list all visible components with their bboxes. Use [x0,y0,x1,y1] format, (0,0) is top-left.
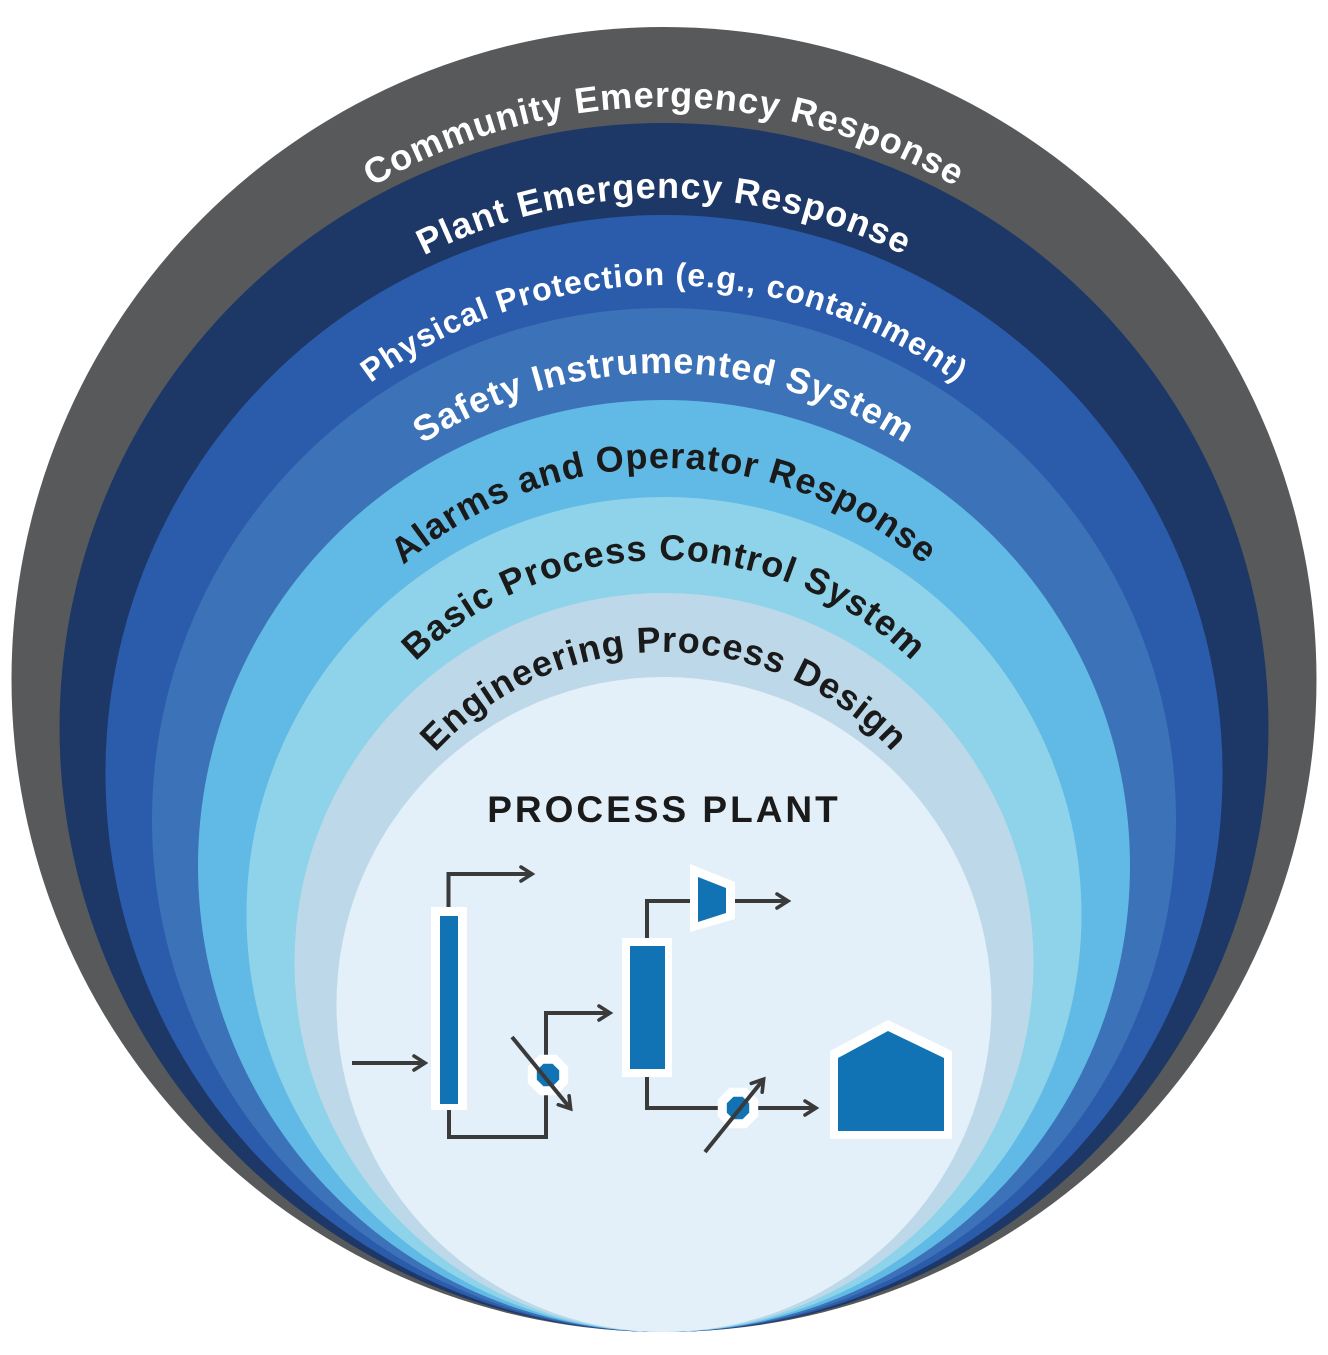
core-title: PROCESS PLANT [487,789,841,830]
control-valve-icon [527,1054,569,1096]
distillation-column-icon [630,946,665,1069]
valve-actuator-arrow [703,1076,766,1154]
core-title-text: PROCESS PLANT [487,789,841,830]
valve-actuator-arrow [510,1035,573,1112]
distillation-column-icon [440,916,458,1104]
process-flow-illustration [352,864,952,1154]
compressor-icon [698,877,726,922]
storage-building-icon [838,1031,944,1131]
column2-overhead-stream-arrow [645,892,792,938]
column1-bottoms-stream-arrow [447,1004,614,1139]
column1-overhead-stream-arrow [446,865,536,908]
column2-bottoms-stream-arrow [645,1077,820,1117]
